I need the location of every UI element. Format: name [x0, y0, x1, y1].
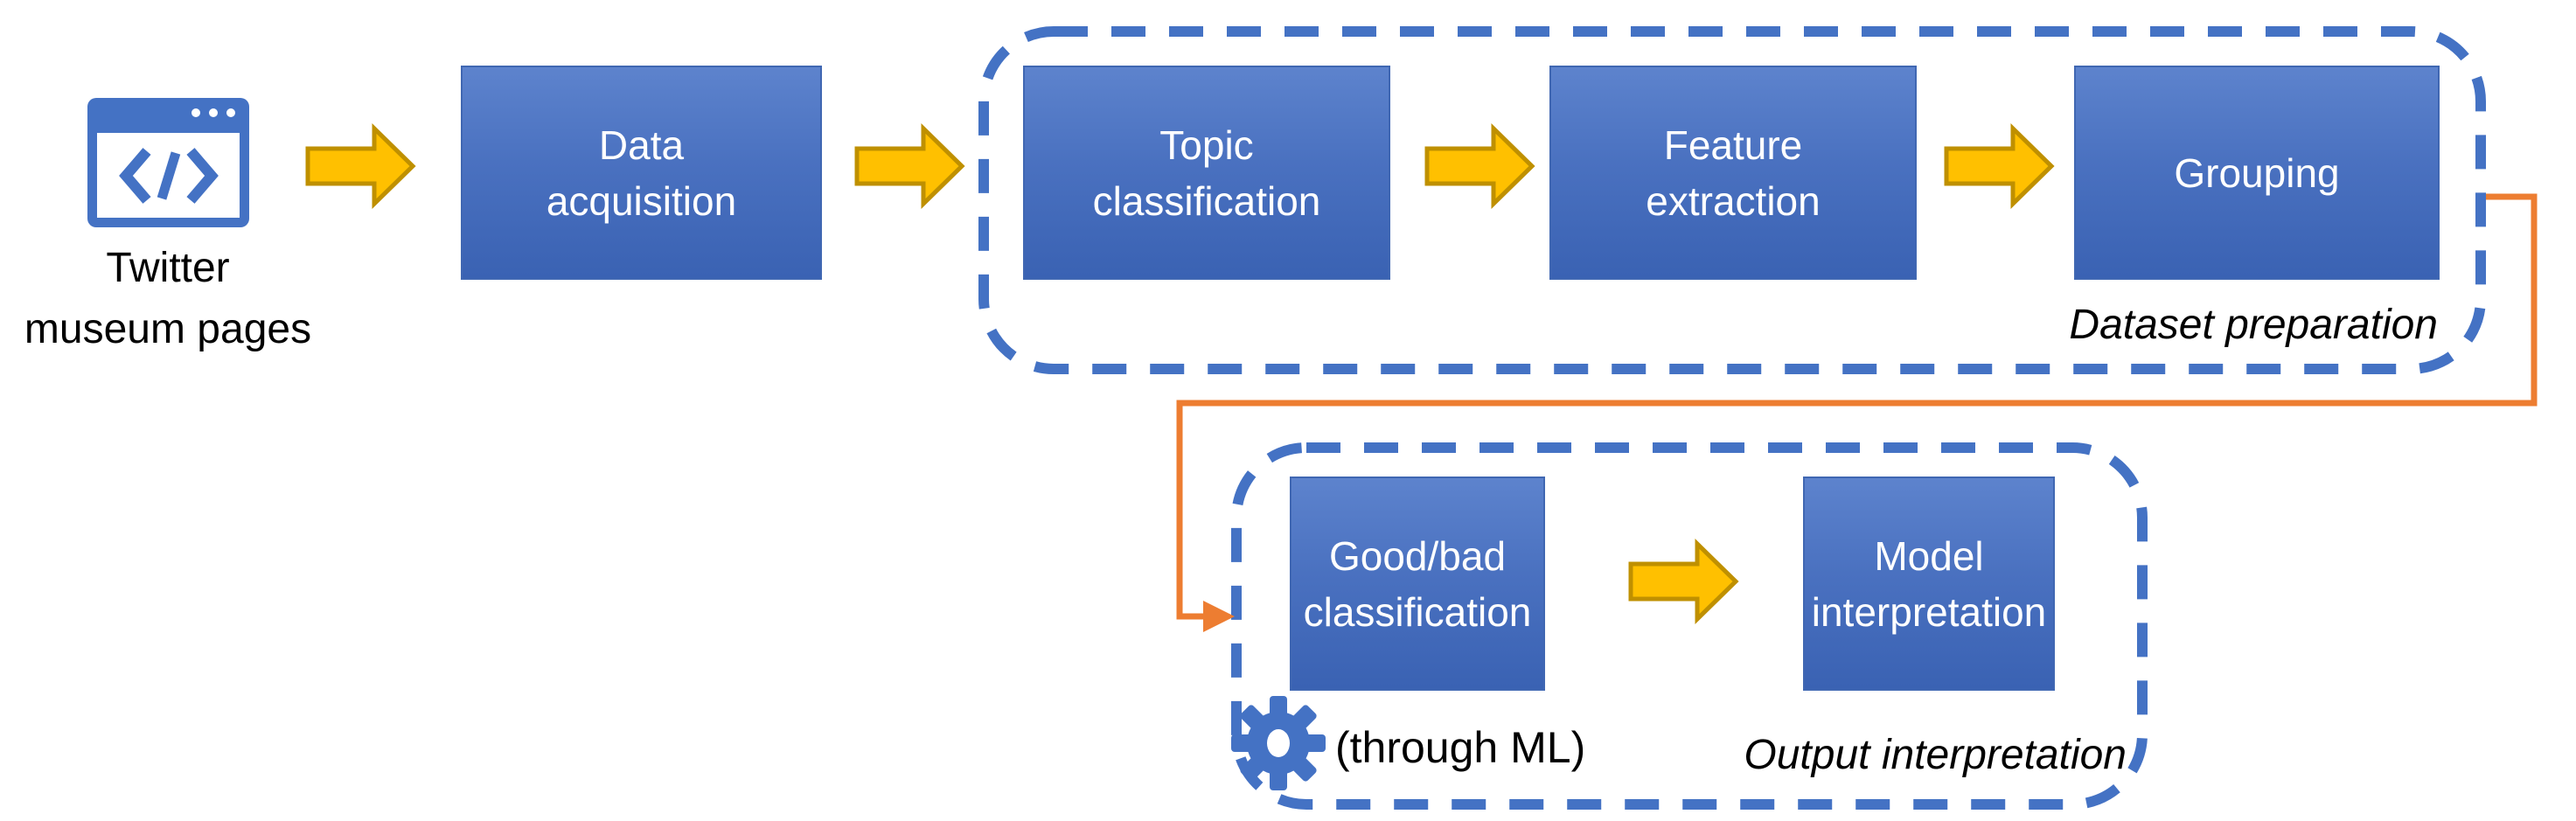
source-caption: Twitter museum pages [0, 238, 336, 360]
step-label-line: classification [1303, 588, 1532, 635]
step-label-line: Data [598, 122, 685, 168]
step-label-line: interpretation [1811, 588, 2047, 635]
step-label-line: classification [1092, 177, 1321, 224]
code-glyph-icon [118, 147, 219, 204]
browser-content [97, 133, 240, 218]
dataset-preparation-dashed-border [978, 26, 2486, 374]
browser-code-icon [87, 98, 249, 227]
step-label-line: Good/bad [1328, 532, 1507, 579]
window-dots-icon [191, 108, 235, 117]
flow-arrow-icon [857, 129, 962, 204]
step-label-line: Feature [1663, 122, 1803, 168]
flow-arrow-icon [1427, 129, 1532, 204]
step-box-model-interpretation: Model interpretation [1803, 477, 2055, 691]
step-box-grouping: Grouping [2074, 66, 2440, 280]
through-ml-note: (through ML) [1335, 723, 1586, 772]
elbow-connector-arrow [1176, 193, 2538, 620]
output-interpretation-group-label: Output interpretation [1744, 732, 2127, 778]
connector-arrowhead-icon [1203, 601, 1235, 632]
output-interpretation-dashed-border [1231, 442, 2148, 810]
source-caption-line1: Twitter [106, 245, 230, 291]
step-label-line: Topic [1159, 122, 1254, 168]
step-label-line: extraction [1646, 177, 1821, 224]
step-box-data-acquisition: Data acquisition [461, 66, 822, 280]
step-box-good-bad-classification: Good/bad classification [1290, 477, 1545, 691]
step-label-line: Grouping [2174, 150, 2340, 196]
step-label-line: acquisition [546, 177, 737, 224]
source-caption-line2: museum pages [24, 306, 312, 352]
dataset-preparation-group-label: Dataset preparation [2069, 302, 2438, 348]
flow-arrow-icon [308, 129, 413, 204]
step-box-feature-extraction: Feature extraction [1549, 66, 1917, 280]
step-box-topic-classification: Topic classification [1023, 66, 1390, 280]
flow-arrow-icon [1946, 129, 2051, 204]
flow-arrow-icon [1631, 544, 1736, 619]
gear-icon [1231, 696, 1326, 790]
step-label-line: Model [1874, 532, 1984, 579]
